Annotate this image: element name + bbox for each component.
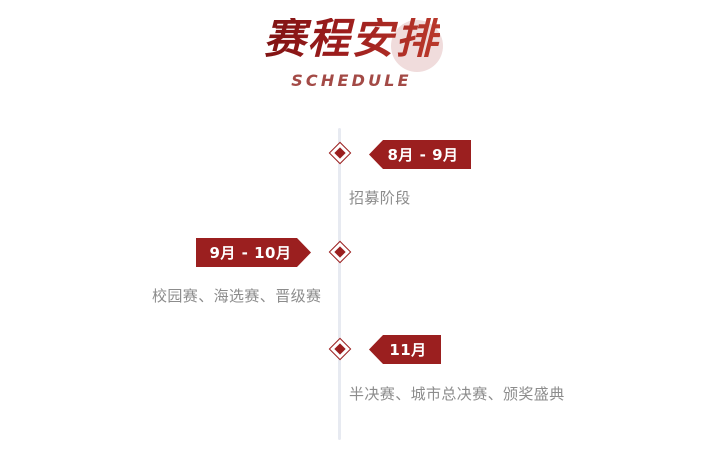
timeline-axis	[338, 128, 341, 440]
timeline-marker-diamond-icon	[328, 141, 352, 165]
timeline-description: 招募阶段	[349, 189, 411, 207]
timeline-period-badge[interactable]: 9月 - 10月	[196, 238, 311, 267]
timeline-marker-diamond-icon	[328, 337, 352, 361]
timeline-marker-diamond-icon	[328, 240, 352, 264]
page-subtitle: SCHEDULE	[291, 71, 412, 90]
title-wrap: 赛程安排	[263, 14, 444, 72]
timeline-description: 半决赛、城市总决赛、颁奖盛典	[349, 385, 565, 403]
page-title: 赛程安排	[263, 14, 440, 63]
timeline-period-badge[interactable]: 8月 - 9月	[369, 140, 471, 169]
header: 赛程安排 SCHEDULE	[0, 18, 703, 90]
timeline-description: 校园赛、海选赛、晋级赛	[152, 287, 322, 305]
circle-decoration-icon	[391, 20, 444, 72]
timeline-period-badge[interactable]: 11月	[369, 335, 441, 364]
